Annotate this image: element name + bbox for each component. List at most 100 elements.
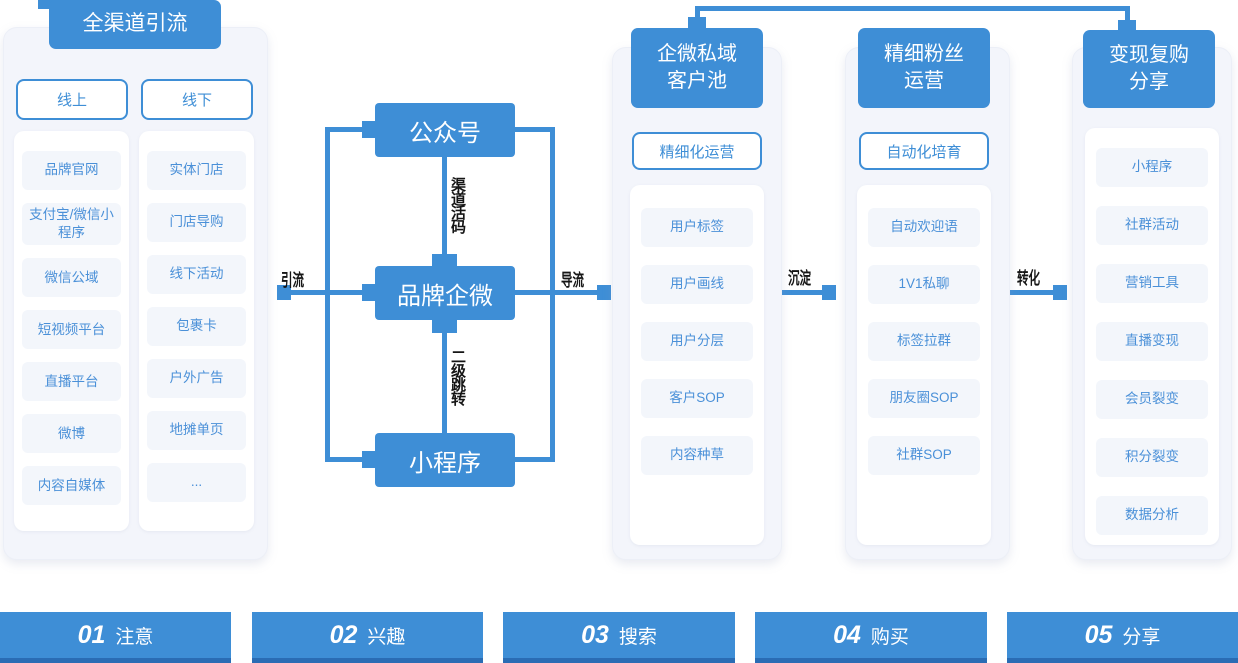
stage1-item: 用户分层	[641, 322, 753, 361]
stage3-title: 变现复购 分享	[1083, 30, 1215, 108]
footer-step-attention: 01 注意	[0, 612, 231, 663]
offline-item: 包裹卡	[147, 307, 246, 346]
stage1-item: 内容种草	[641, 436, 753, 475]
online-item: 支付宝/微信小程序	[22, 203, 121, 246]
online-channel-list: 品牌官网 支付宝/微信小程序 微信公域 短视频平台 直播平台 微博 内容自媒体	[14, 131, 129, 531]
node-brand-wecom: 品牌企微	[375, 266, 515, 320]
source-panel-title-text: 全渠道引流	[82, 12, 188, 36]
online-item: 品牌官网	[22, 151, 121, 190]
offline-item: 户外广告	[147, 359, 246, 398]
stage1-title-line1: 企微私域	[657, 43, 737, 65]
stage1-badge-label: 精细化运营	[659, 143, 735, 161]
node-connector-bump	[362, 451, 375, 468]
loop-left-drop-line	[695, 9, 700, 19]
online-item: 微信公域	[22, 258, 121, 298]
node-mini-program-label: 小程序	[409, 449, 481, 477]
loop-left-tab	[688, 17, 706, 28]
offline-item: 线下活动	[147, 255, 246, 294]
convert-arrow-label: 转化	[1017, 269, 1041, 288]
convert-arrow-line	[1008, 290, 1053, 295]
offline-item: 门店导购	[147, 203, 246, 242]
stage3-item: 社群活动	[1096, 206, 1208, 245]
online-item: 内容自媒体	[22, 466, 121, 506]
footer-step-label: 搜索	[618, 626, 657, 648]
stage2-item: 1V1私聊	[868, 265, 980, 304]
stage2-item: 社群SOP	[868, 436, 980, 475]
online-item: 短视频平台	[22, 310, 121, 350]
footer-step-number: 01	[77, 620, 106, 649]
stage1-title-line2: 客户池	[667, 70, 727, 92]
edge-gzh-to-qw-line	[442, 157, 447, 267]
stage3-item-list: 小程序 社群活动 营销工具 直播变现 会员裂变 积分裂变 数据分析	[1085, 128, 1219, 545]
hub-stub-line	[327, 457, 375, 462]
node-brand-wecom-label: 品牌企微	[397, 282, 493, 310]
stage3-title-line1: 变现复购	[1109, 44, 1189, 66]
tab-offline-label: 线下	[181, 92, 212, 109]
stage2-item: 朋友圈SOP	[868, 379, 980, 418]
footer-step-share: 05 分享	[1007, 612, 1238, 663]
loop-right-tab	[1118, 20, 1136, 30]
inflow-arrow-cap	[277, 285, 291, 300]
stage2-item-list: 自动欢迎语 1V1私聊 标签拉群 朋友圈SOP 社群SOP	[857, 185, 991, 545]
footer-step-number: 02	[329, 620, 358, 649]
tab-offline[interactable]: 线下	[141, 79, 253, 120]
edge-label-second-jump: 二级跳转	[449, 349, 466, 405]
hub-stub-line	[327, 127, 375, 132]
node-connector-bump	[362, 121, 375, 138]
stage3-item: 数据分析	[1096, 496, 1208, 535]
stage1-item: 用户标签	[641, 208, 753, 247]
edge-label-channel-code: 渠道活码	[449, 177, 466, 233]
outflow-arrow-cap	[597, 285, 611, 300]
source-panel-title: 全渠道引流	[49, 0, 221, 49]
footer-step-number: 04	[833, 620, 861, 649]
offline-item: 实体门店	[147, 151, 246, 190]
loop-right-drop-line	[1125, 9, 1130, 22]
footer-step-label: 注意	[115, 626, 154, 648]
footer-step-search: 03 搜索	[503, 612, 735, 663]
stage2-item: 标签拉群	[868, 322, 980, 361]
stage1-title: 企微私域 客户池	[631, 28, 763, 108]
stage2-badge-label: 自动化培育	[886, 143, 962, 161]
stage2-title-line2: 运营	[904, 70, 944, 92]
settle-arrow-label: 沉淀	[788, 269, 812, 288]
stage3-item: 直播变现	[1096, 322, 1208, 361]
loop-top-line	[695, 6, 1130, 11]
hub-stub-line	[515, 457, 555, 462]
stage2-item: 自动欢迎语	[868, 208, 980, 247]
stage3-title-line2: 分享	[1129, 71, 1169, 93]
hub-stub-line	[515, 127, 555, 132]
stage1-item-list: 用户标签 用户画线 用户分层 客户SOP 内容种草	[630, 185, 764, 545]
online-item: 直播平台	[22, 362, 121, 402]
footer-step-label: 购买	[870, 626, 909, 648]
outflow-arrow-label: 导流	[561, 271, 585, 290]
stage1-item: 客户SOP	[641, 379, 753, 418]
settle-arrow-line	[782, 290, 822, 295]
stage1-badge[interactable]: 精细化运营	[632, 132, 762, 170]
stage1-item: 用户画线	[641, 265, 753, 304]
node-official-account-label: 公众号	[409, 119, 481, 147]
footer-step-number: 03	[581, 620, 609, 649]
footer-step-purchase: 04 购买	[755, 612, 987, 663]
inflow-arrow-line	[277, 290, 375, 295]
edge-connector-bump	[432, 320, 457, 333]
footer-step-label: 兴趣	[367, 626, 406, 648]
stage2-title-line1: 精细粉丝	[884, 43, 964, 65]
edge-connector-bump	[432, 254, 457, 267]
node-connector-bump	[362, 284, 375, 301]
footer-step-number: 05	[1084, 620, 1113, 649]
footer-step-interest: 02 兴趣	[252, 612, 483, 663]
settle-arrow-cap	[822, 285, 836, 300]
stage3-item: 小程序	[1096, 148, 1208, 187]
stage3-item: 积分裂变	[1096, 438, 1208, 477]
offline-item: 地摊单页	[147, 411, 246, 450]
tab-online[interactable]: 线上	[16, 79, 128, 120]
footer-step-label: 分享	[1122, 626, 1161, 648]
stage3-item: 会员裂变	[1096, 380, 1208, 419]
edge-qw-to-xcx-line	[442, 320, 447, 433]
online-item: 微博	[22, 414, 121, 454]
convert-arrow-cap	[1053, 285, 1067, 300]
stage2-badge[interactable]: 自动化培育	[859, 132, 989, 170]
offline-item: ...	[147, 463, 246, 502]
stage3-item: 营销工具	[1096, 264, 1208, 303]
